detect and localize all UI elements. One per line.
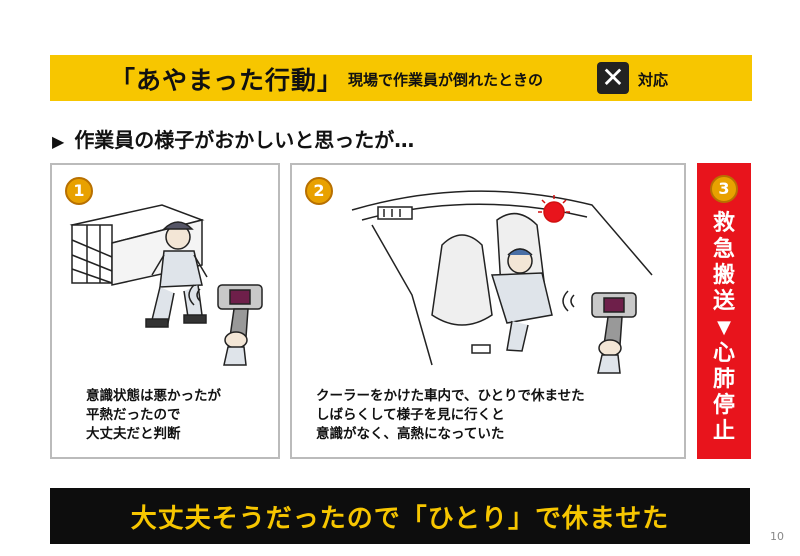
header-bar: 「あやまった行動」 現場で作業員が倒れたときの ✕ 対応 <box>50 55 752 101</box>
header-subtitle-end: 対応 <box>638 71 669 89</box>
section-heading: ▶ 作業員の様子がおかしいと思ったが… <box>52 124 414 153</box>
vertical-char: 肺 <box>712 367 735 392</box>
panel-1: 1 <box>50 163 280 459</box>
sun-icon <box>538 195 570 223</box>
header-subtitle: 現場で作業員が倒れたときの <box>348 71 544 89</box>
step-number-badge: 2 <box>305 177 333 205</box>
panel-3-alert: 3 救 急 搬 送 ▼ 心 肺 停 止 <box>697 163 751 459</box>
conclusion-banner: 大丈夫そうだったので「ひとり」で休ませた <box>50 488 750 544</box>
panel-2: 2 <box>290 163 686 459</box>
caption-line: クーラーをかけた車内で、ひとりで休ませた <box>316 388 585 404</box>
panel-1-caption: 意識状態は悪かったが 平熱だったので 大丈夫だと判断 <box>86 387 221 444</box>
worker-sitting-illustration <box>69 204 263 366</box>
vertical-char: 停 <box>712 393 735 418</box>
vertical-char: 心 <box>712 341 735 366</box>
caption-line: 意識がなく、高熱になっていた <box>316 426 505 442</box>
conclusion-text: 大丈夫そうだったので「ひとり」で休ませた <box>130 504 670 534</box>
vertical-char: 止 <box>712 419 735 444</box>
step-number-badge: 1 <box>65 177 93 205</box>
vertical-char: 救 <box>712 211 735 236</box>
vertical-char: 搬 <box>712 263 735 288</box>
vertical-alert-text: 救 急 搬 送 ▼ 心 肺 停 止 <box>697 211 751 445</box>
vertical-char: 送 <box>712 289 735 314</box>
thermometer-gun-icon <box>562 290 637 374</box>
vertical-char: 急 <box>712 237 735 262</box>
caption-line: 意識状態は悪かったが <box>86 388 221 404</box>
car-interior-illustration <box>351 190 653 374</box>
down-triangle-icon: ▼ <box>717 317 731 338</box>
x-mark-icon: ✕ <box>597 62 629 94</box>
triangle-right-icon: ▶ <box>52 132 65 151</box>
caption-line: しばらくして様子を見に行くと <box>316 407 505 423</box>
caption-line: 平熱だったので <box>86 407 181 423</box>
panel-2-caption: クーラーをかけた車内で、ひとりで休ませた しばらくして様子を見に行くと 意識がな… <box>316 387 585 444</box>
section-heading-text: 作業員の様子がおかしいと思ったが… <box>74 128 415 152</box>
page-number: 10 <box>770 530 784 543</box>
header-title: 「あやまった行動」 <box>110 66 344 95</box>
step-number-badge: 3 <box>710 175 738 203</box>
thermometer-gun-icon <box>188 284 263 366</box>
caption-line: 大丈夫だと判断 <box>86 426 181 442</box>
